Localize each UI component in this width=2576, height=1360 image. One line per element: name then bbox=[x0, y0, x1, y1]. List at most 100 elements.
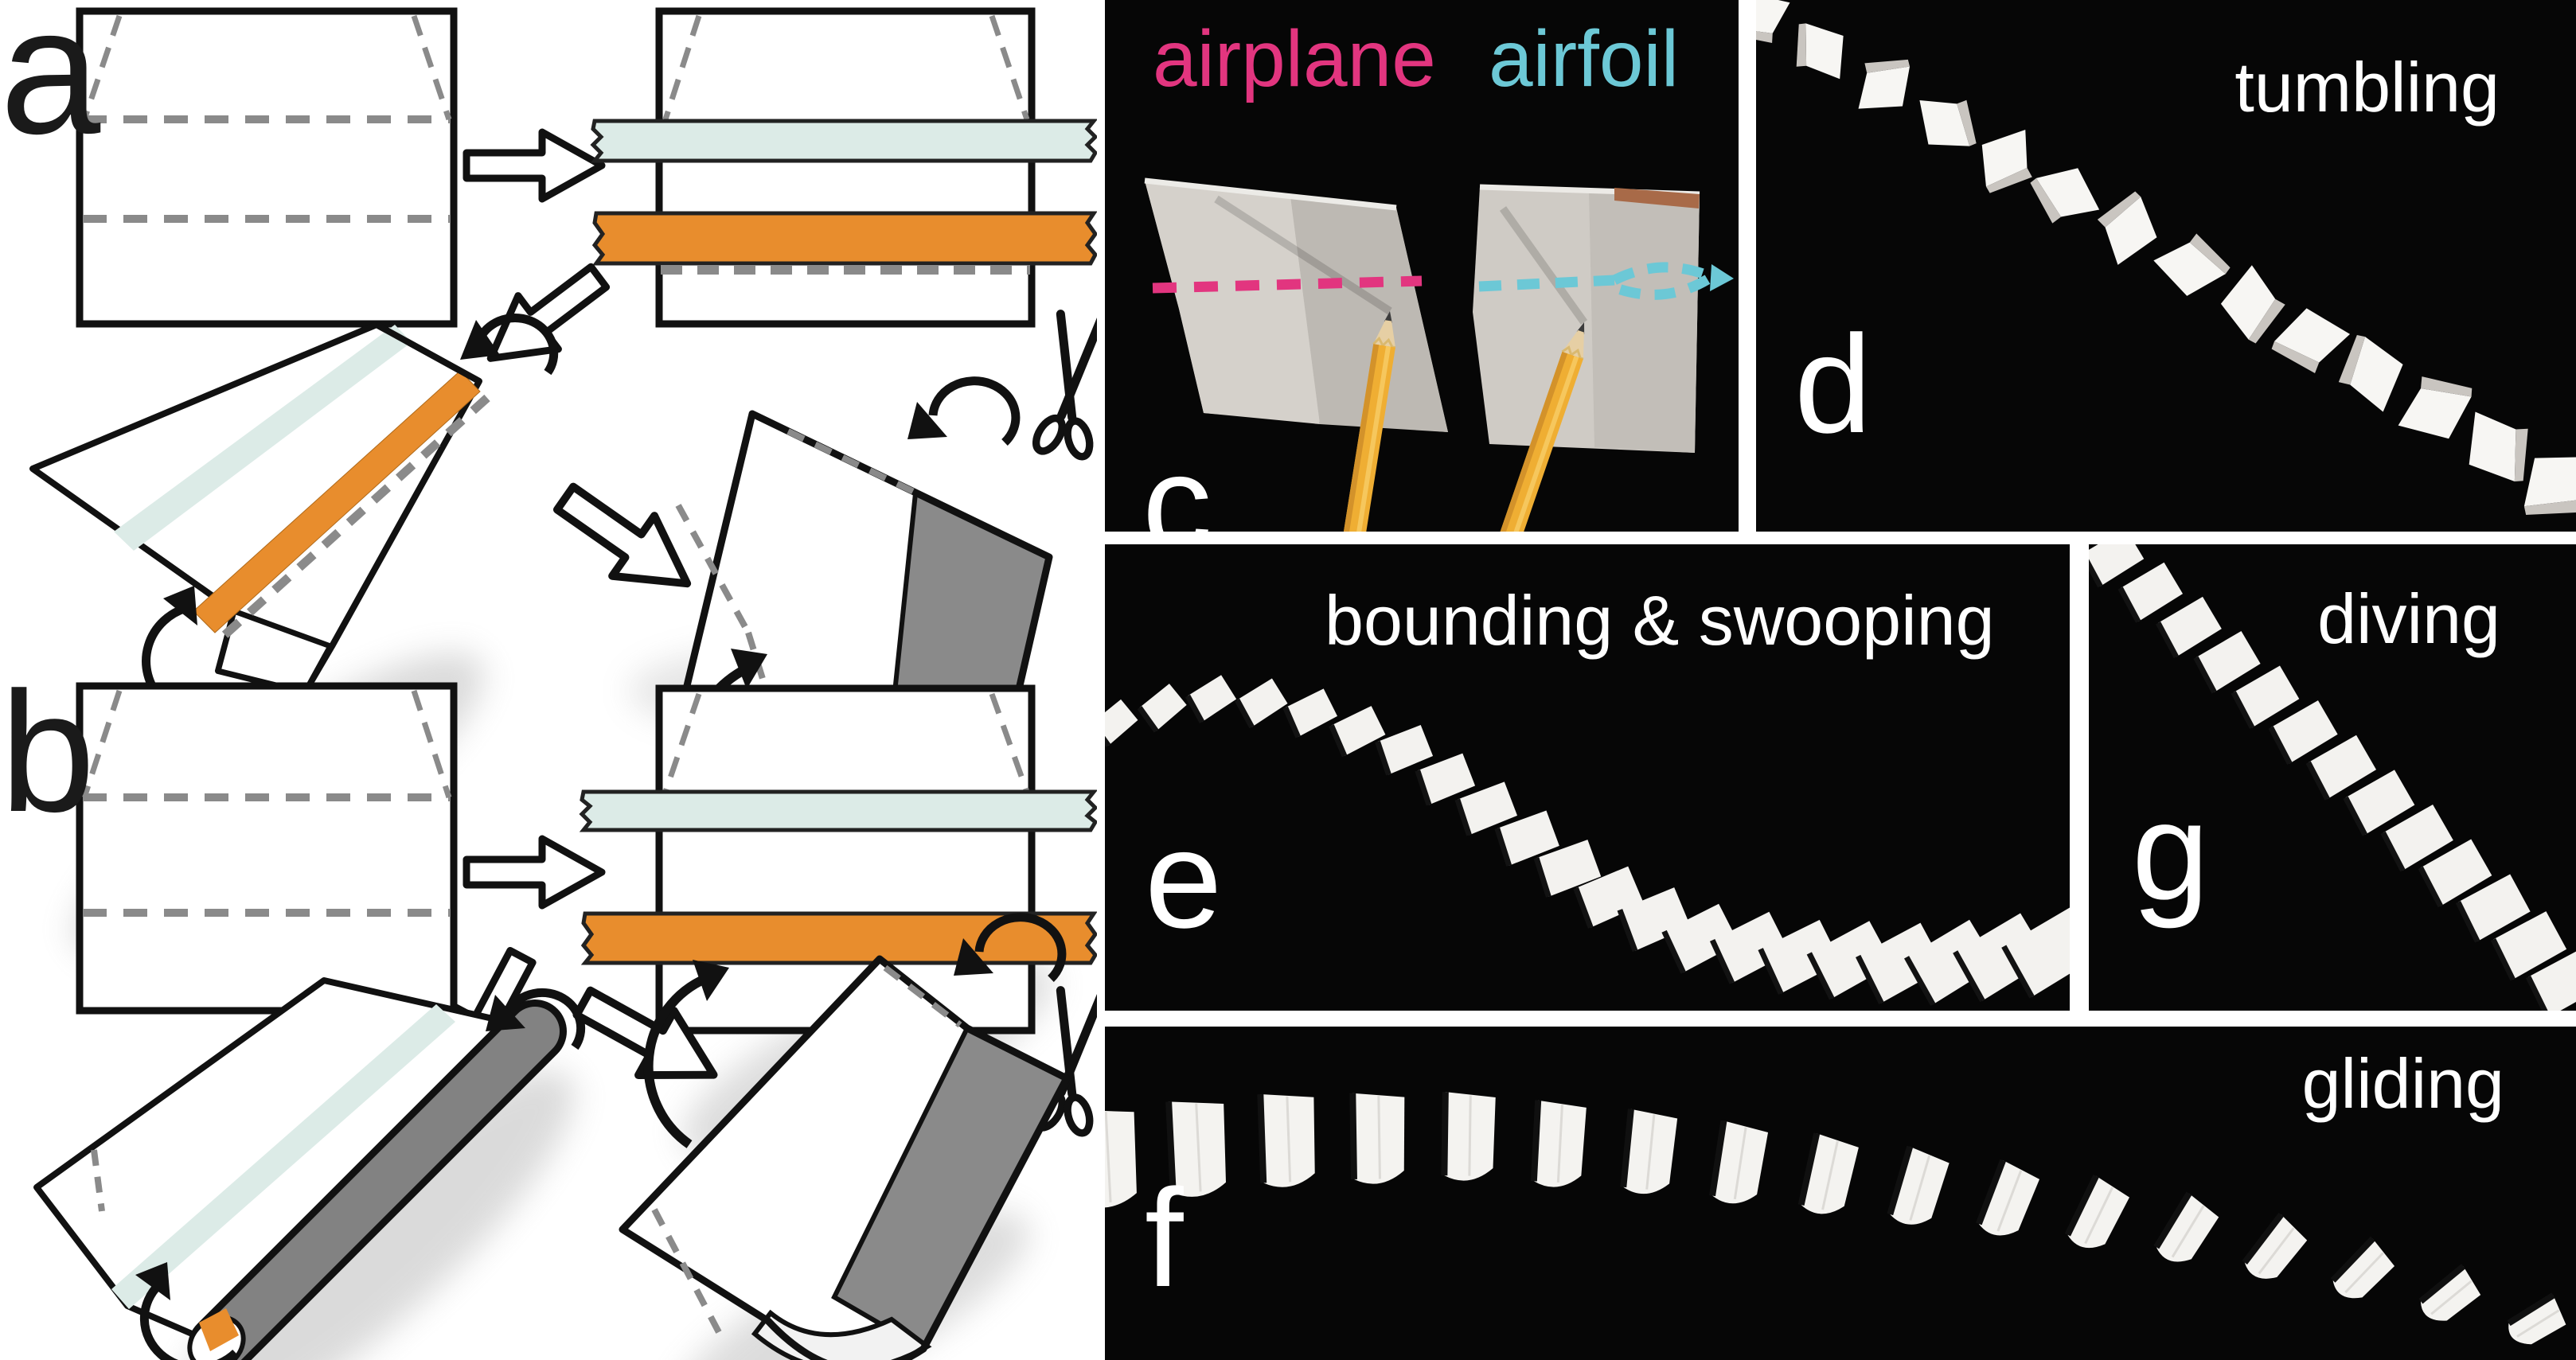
flight-card bbox=[2380, 804, 2453, 872]
flight-card bbox=[1185, 675, 1237, 723]
airplane-pitch-dash-line bbox=[1152, 275, 1423, 294]
flight-card bbox=[1858, 59, 1911, 109]
pencil-right bbox=[1500, 322, 1585, 532]
tape-strip-light-rolled bbox=[111, 1004, 455, 1309]
flight-card bbox=[1796, 23, 1844, 80]
flight-card bbox=[2525, 948, 2576, 1011]
flight-card bbox=[2490, 911, 2567, 981]
panel-letter-b: b bbox=[0, 656, 96, 848]
panel-letter-d: d bbox=[1794, 307, 1872, 462]
flight-card bbox=[1573, 866, 1645, 929]
flight-card bbox=[2305, 735, 2377, 801]
airfoil-wing bbox=[1473, 184, 1700, 453]
panel-a-step2-sheet-with-tapes bbox=[590, 7, 1097, 328]
flight-card bbox=[2242, 1212, 2308, 1279]
tape-strip-light-folded bbox=[114, 325, 412, 551]
flight-card bbox=[1415, 753, 1476, 806]
curl-arrow-b4-left bbox=[643, 960, 729, 1148]
flight-card bbox=[2064, 1174, 2130, 1249]
flight-card bbox=[1855, 922, 1945, 1004]
curl-arrow-a4-top bbox=[907, 376, 1021, 446]
flight-card bbox=[1661, 903, 1739, 974]
flight-card bbox=[2193, 631, 2261, 694]
curl-arrow-a-topright bbox=[460, 314, 559, 376]
arrow-a-right bbox=[466, 132, 602, 199]
caption-tumbling: tumbling bbox=[2234, 48, 2500, 127]
flight-card bbox=[2117, 562, 2184, 623]
flight-card bbox=[1976, 1159, 2040, 1236]
arrow-a-mid bbox=[544, 468, 708, 614]
airfoil-label: airfoil bbox=[1489, 14, 1679, 103]
panel-a-step3-folded-sheet bbox=[29, 314, 559, 722]
arrow-b-right bbox=[466, 839, 602, 906]
panel-letter-f: f bbox=[1145, 1161, 1184, 1316]
flight-card bbox=[2097, 191, 2157, 265]
flight-card bbox=[1709, 911, 1790, 984]
flight-card bbox=[1709, 1120, 1769, 1204]
flight-card bbox=[1919, 99, 1977, 146]
flight-card bbox=[2030, 168, 2100, 224]
flight-card bbox=[2153, 1191, 2219, 1262]
flight-card bbox=[1758, 919, 1841, 995]
flight-card bbox=[2220, 265, 2285, 344]
tape-strip-orange-rolled bbox=[199, 1308, 239, 1351]
panel-f-gliding-photo: gliding f bbox=[1105, 1027, 2576, 1360]
flight-card bbox=[1756, 0, 1790, 44]
panel-letter-g: g bbox=[2132, 774, 2210, 929]
flight-card bbox=[1257, 1093, 1315, 1187]
flight-card bbox=[1797, 1132, 1859, 1214]
tape-strip-light bbox=[590, 119, 1097, 163]
flight-card bbox=[1620, 1109, 1678, 1194]
flight-card bbox=[1806, 921, 1893, 1000]
flight-card bbox=[2231, 665, 2300, 730]
curl-arrow-b3-topright bbox=[486, 988, 586, 1050]
airfoil-loop-annotation bbox=[1478, 262, 1734, 300]
flight-card bbox=[1234, 678, 1288, 729]
flight-card bbox=[2418, 839, 2492, 908]
flight-card bbox=[2338, 334, 2403, 412]
copper-tape-edge bbox=[1614, 188, 1700, 208]
flight-card bbox=[1329, 706, 1386, 758]
scissors-icon-a bbox=[1029, 313, 1097, 462]
flight-card bbox=[1105, 699, 1138, 748]
panel-letter-c: c bbox=[1142, 427, 1212, 532]
flight-card bbox=[2469, 411, 2528, 481]
flight-card bbox=[1165, 1101, 1227, 1197]
panel-b-step1-sheet bbox=[76, 682, 458, 1015]
curl-arrow-b4-top bbox=[954, 913, 1067, 982]
panel-d-tumbling-photo: tumbling d bbox=[1756, 0, 2576, 532]
flight-card bbox=[2418, 1264, 2481, 1321]
flight-card bbox=[2153, 233, 2231, 296]
flight-card bbox=[2343, 770, 2415, 836]
caption-diving: diving bbox=[2317, 579, 2500, 658]
flight-card bbox=[1349, 1093, 1405, 1184]
flight-card bbox=[2507, 1292, 2566, 1345]
panel-b-step3-rolled-sheet bbox=[33, 977, 586, 1360]
flight-card bbox=[1454, 781, 1518, 836]
flight-card bbox=[1105, 1109, 1137, 1208]
flight-card bbox=[2455, 874, 2531, 943]
flight-card bbox=[1494, 810, 1559, 867]
airplane-label: airplane bbox=[1153, 14, 1436, 103]
panel-b-step2-sheet-with-tapes bbox=[579, 684, 1097, 1035]
tape-strip-orange bbox=[591, 211, 1097, 266]
panel-a-step1-sheet bbox=[76, 7, 458, 328]
flight-card bbox=[2089, 544, 2145, 588]
airplane-wing bbox=[1144, 177, 1448, 432]
flight-card bbox=[1282, 688, 1338, 738]
arrow-a-diagonal bbox=[470, 250, 619, 384]
flight-card bbox=[2398, 376, 2473, 439]
folding-diagram bbox=[29, 7, 1097, 1360]
flight-card bbox=[1533, 840, 1602, 898]
flight-card bbox=[2523, 457, 2576, 515]
pencil-left bbox=[1343, 311, 1396, 532]
flight-card bbox=[1887, 1145, 1950, 1225]
panel-letter-a: a bbox=[0, 0, 101, 172]
flight-card bbox=[2330, 1236, 2395, 1299]
panel-e-bounding-photo: bounding & swooping e bbox=[1105, 544, 2070, 1011]
caption-bounding-swooping: bounding & swooping bbox=[1325, 581, 1995, 660]
balance-photo-graphic bbox=[1144, 177, 1734, 532]
curl-arrow-b3-bottomleft bbox=[135, 1262, 239, 1360]
panel-b-finished-airfoil bbox=[619, 913, 1071, 1360]
